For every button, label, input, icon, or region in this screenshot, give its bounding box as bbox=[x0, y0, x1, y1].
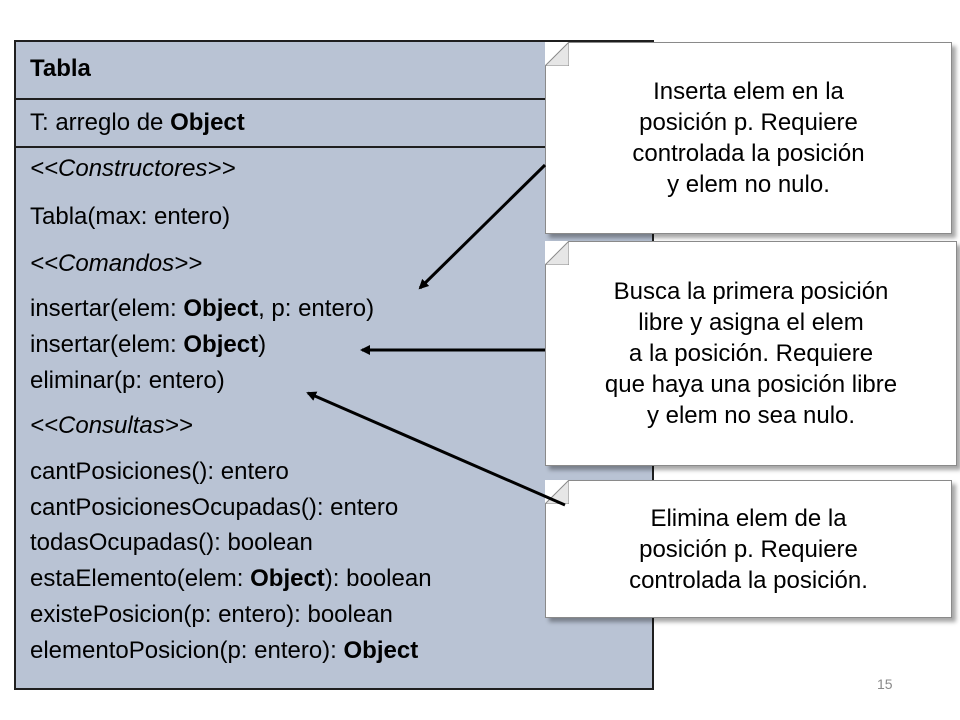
stereotype-label: <<Comandos>> bbox=[30, 250, 203, 277]
operation-line: estaElemento(elem: Object): boolean bbox=[30, 566, 432, 592]
operation-text: insertar(elem: bbox=[30, 295, 184, 322]
operation-text: Tabla(max: entero) bbox=[30, 203, 231, 230]
operation-line: elementoPosicion(p: entero): Object bbox=[30, 638, 418, 664]
note-fold-icon bbox=[545, 42, 569, 66]
note-line: que haya una posición libre bbox=[604, 371, 898, 398]
operation-line: Tabla(max: entero) bbox=[30, 204, 230, 230]
operation-text: estaElemento(elem: bbox=[30, 565, 251, 592]
note-line: Inserta elem en la bbox=[653, 78, 844, 105]
operation-text: cantPosicionesOcupadas(): entero bbox=[30, 494, 399, 521]
attributes-section: T: arreglo de Object bbox=[16, 100, 652, 148]
note-insertar-libre: Busca la primera posición libre y asigna… bbox=[545, 241, 957, 466]
operation-line: todasOcupadas(): boolean bbox=[30, 530, 313, 556]
operation-text: cantPosiciones(): entero bbox=[30, 458, 289, 485]
operation-line: existePosicion(p: entero): boolean bbox=[30, 602, 393, 628]
page-number: 15 bbox=[877, 676, 893, 692]
note-line: y elem no sea nulo. bbox=[646, 402, 856, 429]
operation-line: eliminar(p: entero) bbox=[30, 368, 225, 394]
operation-line: cantPosiciones(): entero bbox=[30, 459, 289, 485]
operation-text: todasOcupadas(): boolean bbox=[30, 529, 313, 556]
note-line: controlada la posición bbox=[632, 140, 865, 167]
attribute-type: Object bbox=[170, 109, 245, 136]
note-line: Busca la primera posición bbox=[613, 278, 889, 305]
note-fold-icon bbox=[545, 480, 569, 504]
operation-text: insertar(elem: bbox=[30, 331, 184, 358]
type-object: Object bbox=[343, 637, 419, 664]
class-name-section: Tabla bbox=[16, 42, 652, 100]
attribute-line: T: arreglo de Object bbox=[30, 110, 245, 136]
operation-text: ) bbox=[258, 331, 267, 358]
note-line: y elem no nulo. bbox=[667, 171, 830, 198]
operation-line: insertar(elem: Object) bbox=[30, 332, 266, 358]
class-name: Tabla bbox=[30, 55, 91, 82]
operation-line: cantPosicionesOcupadas(): entero bbox=[30, 495, 398, 521]
type-object: Object bbox=[183, 331, 259, 358]
operation-text: ): boolean bbox=[324, 565, 432, 592]
operation-text: eliminar(p: entero) bbox=[30, 367, 225, 394]
stereotype-label: <<Consultas>> bbox=[30, 412, 193, 439]
operation-line: insertar(elem: Object, p: entero) bbox=[30, 296, 374, 322]
operation-text: elementoPosicion(p: entero): bbox=[30, 637, 344, 664]
note-line: Elimina elem de la bbox=[650, 504, 847, 532]
type-object: Object bbox=[250, 565, 325, 592]
operation-text: , p: entero) bbox=[258, 295, 375, 322]
note-fold-icon bbox=[545, 241, 569, 265]
note-line: controlada la posición. bbox=[629, 566, 868, 594]
note-line: a la posición. Requiere bbox=[628, 340, 874, 367]
attribute-text: T: arreglo de bbox=[30, 109, 171, 136]
note-eliminar: Elimina elem de la posición p. Requiere … bbox=[545, 480, 952, 618]
stereotype-label: <<Constructores>> bbox=[30, 155, 236, 182]
operation-text: existePosicion(p: entero): boolean bbox=[30, 601, 393, 628]
note-line: posición p. Requiere bbox=[639, 109, 858, 136]
note-insertar-posicion: Inserta elem en la posición p. Requiere … bbox=[545, 42, 952, 234]
note-line: posición p. Requiere bbox=[639, 535, 858, 563]
note-line: libre y asigna el elem bbox=[638, 309, 864, 336]
type-object: Object bbox=[183, 295, 259, 322]
